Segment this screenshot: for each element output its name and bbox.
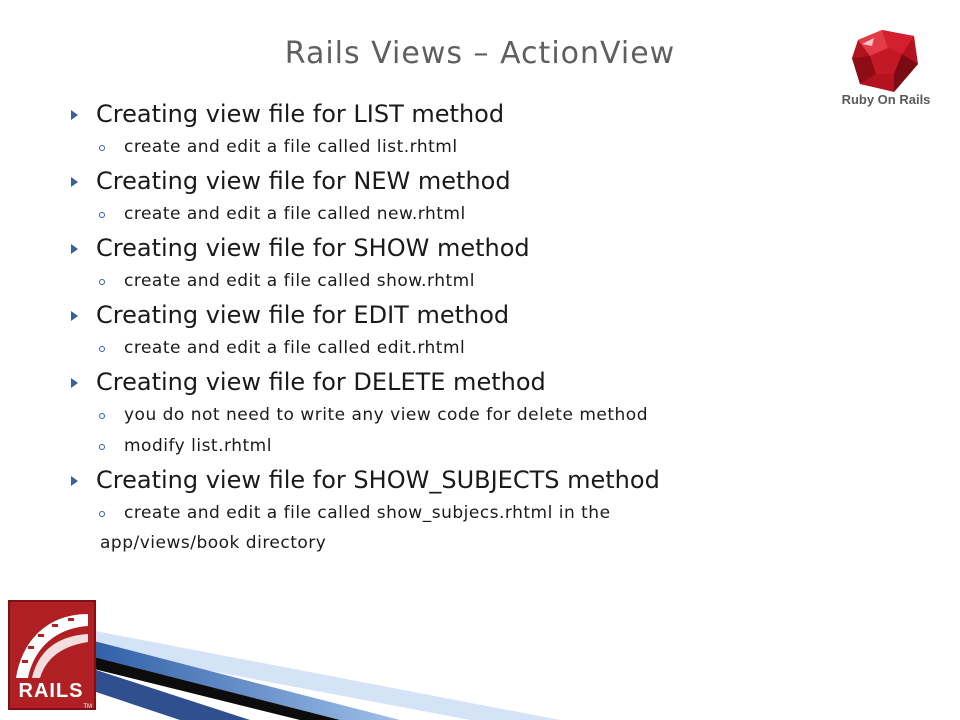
bullet-item: Creating view file for LIST method xyxy=(66,96,900,132)
sub-bullet-item: create and edit a file called show_subje… xyxy=(66,498,900,529)
bullet-heading: Creating view file for DELETE method xyxy=(96,368,546,396)
bullet-heading: Creating view file for SHOW method xyxy=(96,234,530,262)
sub-bullet-text: you do not need to write any view code f… xyxy=(124,405,648,425)
right-triangle-icon xyxy=(71,378,78,388)
ring-bullet-icon xyxy=(99,444,105,450)
right-triangle-icon xyxy=(71,311,78,321)
ring-bullet-icon xyxy=(99,346,105,352)
sub-bullet-item: create and edit a file called new.rhtml xyxy=(66,199,900,230)
decorative-swoosh xyxy=(90,630,560,720)
bullet-item: Creating view file for SHOW_SUBJECTS met… xyxy=(66,462,900,498)
sub-bullet-text: create and edit a file called list.rhtml xyxy=(124,137,458,157)
right-triangle-icon xyxy=(71,110,78,120)
ring-bullet-icon xyxy=(99,145,105,151)
right-triangle-icon xyxy=(71,476,78,486)
ruby-gem-icon xyxy=(852,30,918,92)
right-triangle-icon xyxy=(71,177,78,187)
svg-text:TM: TM xyxy=(83,704,92,710)
rails-logo-text: RAILS xyxy=(18,680,84,702)
sub-bullet-item: you do not need to write any view code f… xyxy=(66,400,900,431)
sub-bullet-text: create and edit a file called edit.rhtml xyxy=(124,338,466,358)
rails-badge-icon: TM xyxy=(8,600,96,710)
sub-bullet-item: create and edit a file called edit.rhtml xyxy=(66,333,900,364)
right-triangle-icon xyxy=(71,244,78,254)
bullet-heading: Creating view file for LIST method xyxy=(96,100,505,128)
ruby-on-rails-logo: Ruby On Rails xyxy=(832,28,940,118)
bullet-item: Creating view file for NEW method xyxy=(66,163,900,199)
sub-bullet-text: create and edit a file called show.rhtml xyxy=(124,271,475,291)
sub-bullet-item: modify list.rhtml xyxy=(66,431,900,462)
ring-bullet-icon xyxy=(99,413,105,419)
bullet-item: Creating view file for EDIT method xyxy=(66,297,900,333)
bullet-heading: Creating view file for NEW method xyxy=(96,167,511,195)
ruby-logo-text: Ruby On Rails xyxy=(841,92,931,107)
slide-title: Rails Views – ActionView xyxy=(284,36,676,71)
rails-logo: TM RAILS xyxy=(8,600,96,710)
ring-bullet-icon xyxy=(99,212,105,218)
bullet-heading: Creating view file for SHOW_SUBJECTS met… xyxy=(96,466,660,494)
bullet-item: Creating view file for SHOW method xyxy=(66,230,900,266)
bullet-item: Creating view file for DELETE method xyxy=(66,364,900,400)
sub-bullet-text: modify list.rhtml xyxy=(124,436,272,456)
ring-bullet-icon xyxy=(99,511,105,517)
sub-bullet-text: create and edit a file called show_subje… xyxy=(124,503,611,523)
sub-bullet-text: create and edit a file called new.rhtml xyxy=(124,204,466,224)
bullet-heading: Creating view file for EDIT method xyxy=(96,301,510,329)
bullet-list: Creating view file for LIST method create… xyxy=(66,96,900,557)
sub-bullet-item: create and edit a file called list.rhtml xyxy=(66,132,900,163)
ring-bullet-icon xyxy=(99,279,105,285)
sub-bullet-continuation: app/views/book directory xyxy=(100,533,327,553)
sub-bullet-item: create and edit a file called show.rhtml xyxy=(66,266,900,297)
